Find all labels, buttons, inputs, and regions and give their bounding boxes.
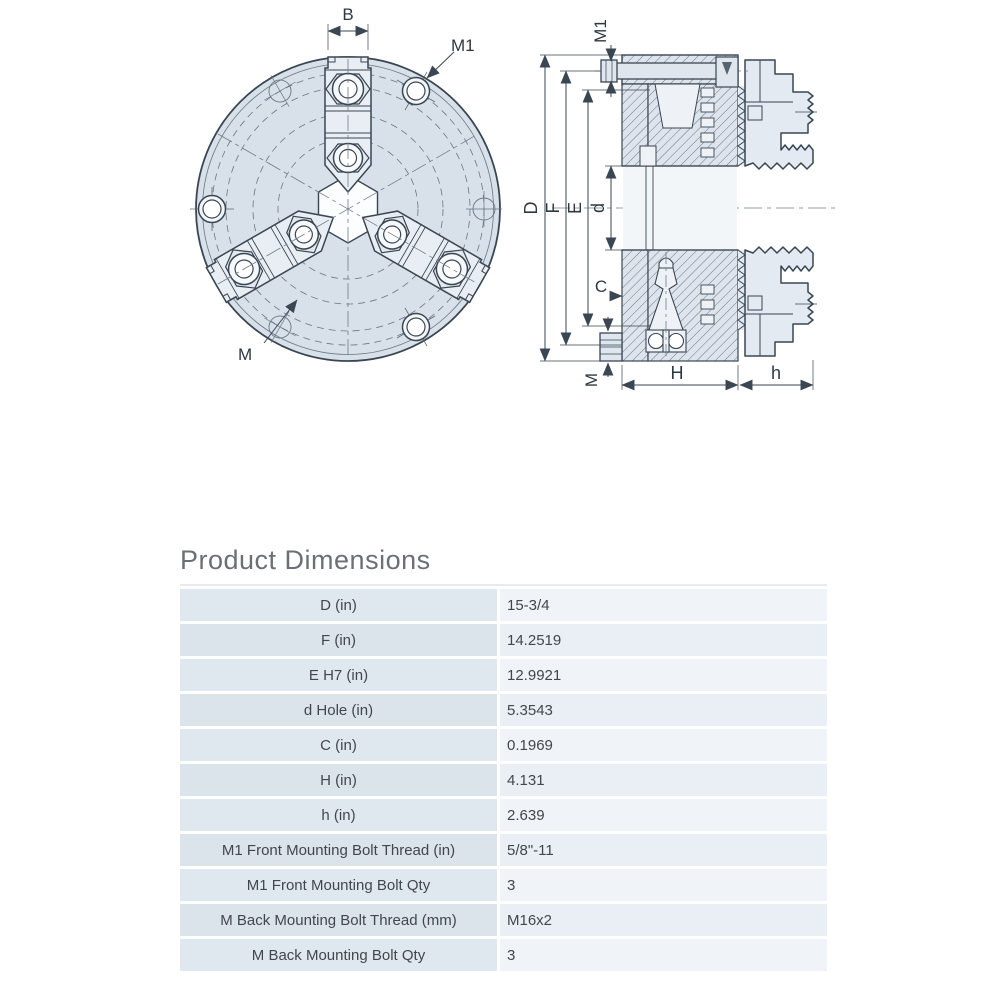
table-row: D (in) 15-3/4 [180, 589, 827, 621]
dim-label-d-hole: d [588, 203, 608, 213]
m1-hole [396, 307, 436, 347]
table-row: h (in) 2.639 [180, 799, 827, 831]
row-label: M1 Front Mounting Bolt Qty [180, 869, 497, 901]
dim-label-d-cap: D [521, 202, 541, 215]
row-label: C (in) [180, 729, 497, 761]
row-value: 5.3543 [500, 694, 827, 726]
table-row: M1 Front Mounting Bolt Qty 3 [180, 869, 827, 901]
jaw-slot-cutaway [654, 83, 701, 129]
row-value: 2.639 [500, 799, 827, 831]
dim-label-b: B [342, 5, 353, 24]
phantom-hole [264, 311, 296, 343]
table-row: F (in) 14.2519 [180, 624, 827, 656]
dim-label-m1-section: M1 [591, 19, 610, 43]
dim-B: B [327, 5, 369, 50]
row-label: D (in) [180, 589, 497, 621]
table-row: d Hole (in) 5.3543 [180, 694, 827, 726]
section-view: D F E d M1 C M H h [521, 19, 836, 391]
socket-screw [715, 56, 739, 88]
dim-label-c: C [595, 277, 607, 296]
dim-label-f: F [543, 203, 563, 214]
dim-label-m-front: M [238, 345, 252, 364]
scroll-teeth-bottom [700, 284, 715, 325]
table-row: M Back Mounting Bolt Thread (mm) M16x2 [180, 904, 827, 936]
dim-label-e: E [565, 202, 585, 214]
page-title: Product Dimensions [180, 545, 431, 575]
table-row: E H7 (in) 12.9921 [180, 659, 827, 691]
table-top-rule [180, 584, 827, 586]
leader-M1-front: M1 [426, 36, 475, 79]
table-row: H (in) 4.131 [180, 764, 827, 796]
row-label: H (in) [180, 764, 497, 796]
row-value: M16x2 [500, 904, 827, 936]
dim-label-m-section: M [582, 373, 601, 387]
row-value: 0.1969 [500, 729, 827, 761]
m1-hole [396, 71, 436, 111]
row-value: 15-3/4 [500, 589, 827, 621]
row-value: 3 [500, 939, 827, 971]
front-view: B M1 M [190, 5, 502, 364]
table-row: M1 Front Mounting Bolt Thread (in) 5/8"-… [180, 834, 827, 866]
product-dimensions-table: D (in) 15-3/4 F (in) 14.2519 E H7 (in) 1… [180, 589, 827, 974]
technical-drawing: B M1 M [190, 5, 836, 391]
table-row: C (in) 0.1969 [180, 729, 827, 761]
section-jaw-top [737, 59, 818, 170]
row-label: M1 Front Mounting Bolt Thread (in) [180, 834, 497, 866]
row-label: M Back Mounting Bolt Thread (mm) [180, 904, 497, 936]
leader-M-front: M [238, 299, 298, 364]
row-value: 14.2519 [500, 624, 827, 656]
dim-label-h-cap: H [671, 363, 684, 383]
row-value: 4.131 [500, 764, 827, 796]
dim-label-h-low: h [771, 363, 781, 383]
m1-hole [190, 187, 234, 231]
row-label: h (in) [180, 799, 497, 831]
back-plate-bottom [621, 249, 649, 362]
row-label: F (in) [180, 624, 497, 656]
row-label: d Hole (in) [180, 694, 497, 726]
phantom-hole [264, 75, 296, 107]
phantom-hole [466, 191, 502, 227]
center-lines [217, 59, 479, 359]
row-value: 3 [500, 869, 827, 901]
row-label: E H7 (in) [180, 659, 497, 691]
bore [623, 167, 737, 249]
row-value: 5/8"-11 [500, 834, 827, 866]
row-label: M Back Mounting Bolt Qty [180, 939, 497, 971]
section-jaw-bottom [737, 246, 818, 357]
row-value: 12.9921 [500, 659, 827, 691]
m-thread-boss [599, 332, 623, 362]
table-row: M Back Mounting Bolt Qty 3 [180, 939, 827, 971]
section-dimensions [539, 45, 814, 391]
scroll-teeth-top [700, 87, 715, 158]
dim-label-m1-front: M1 [451, 36, 475, 55]
